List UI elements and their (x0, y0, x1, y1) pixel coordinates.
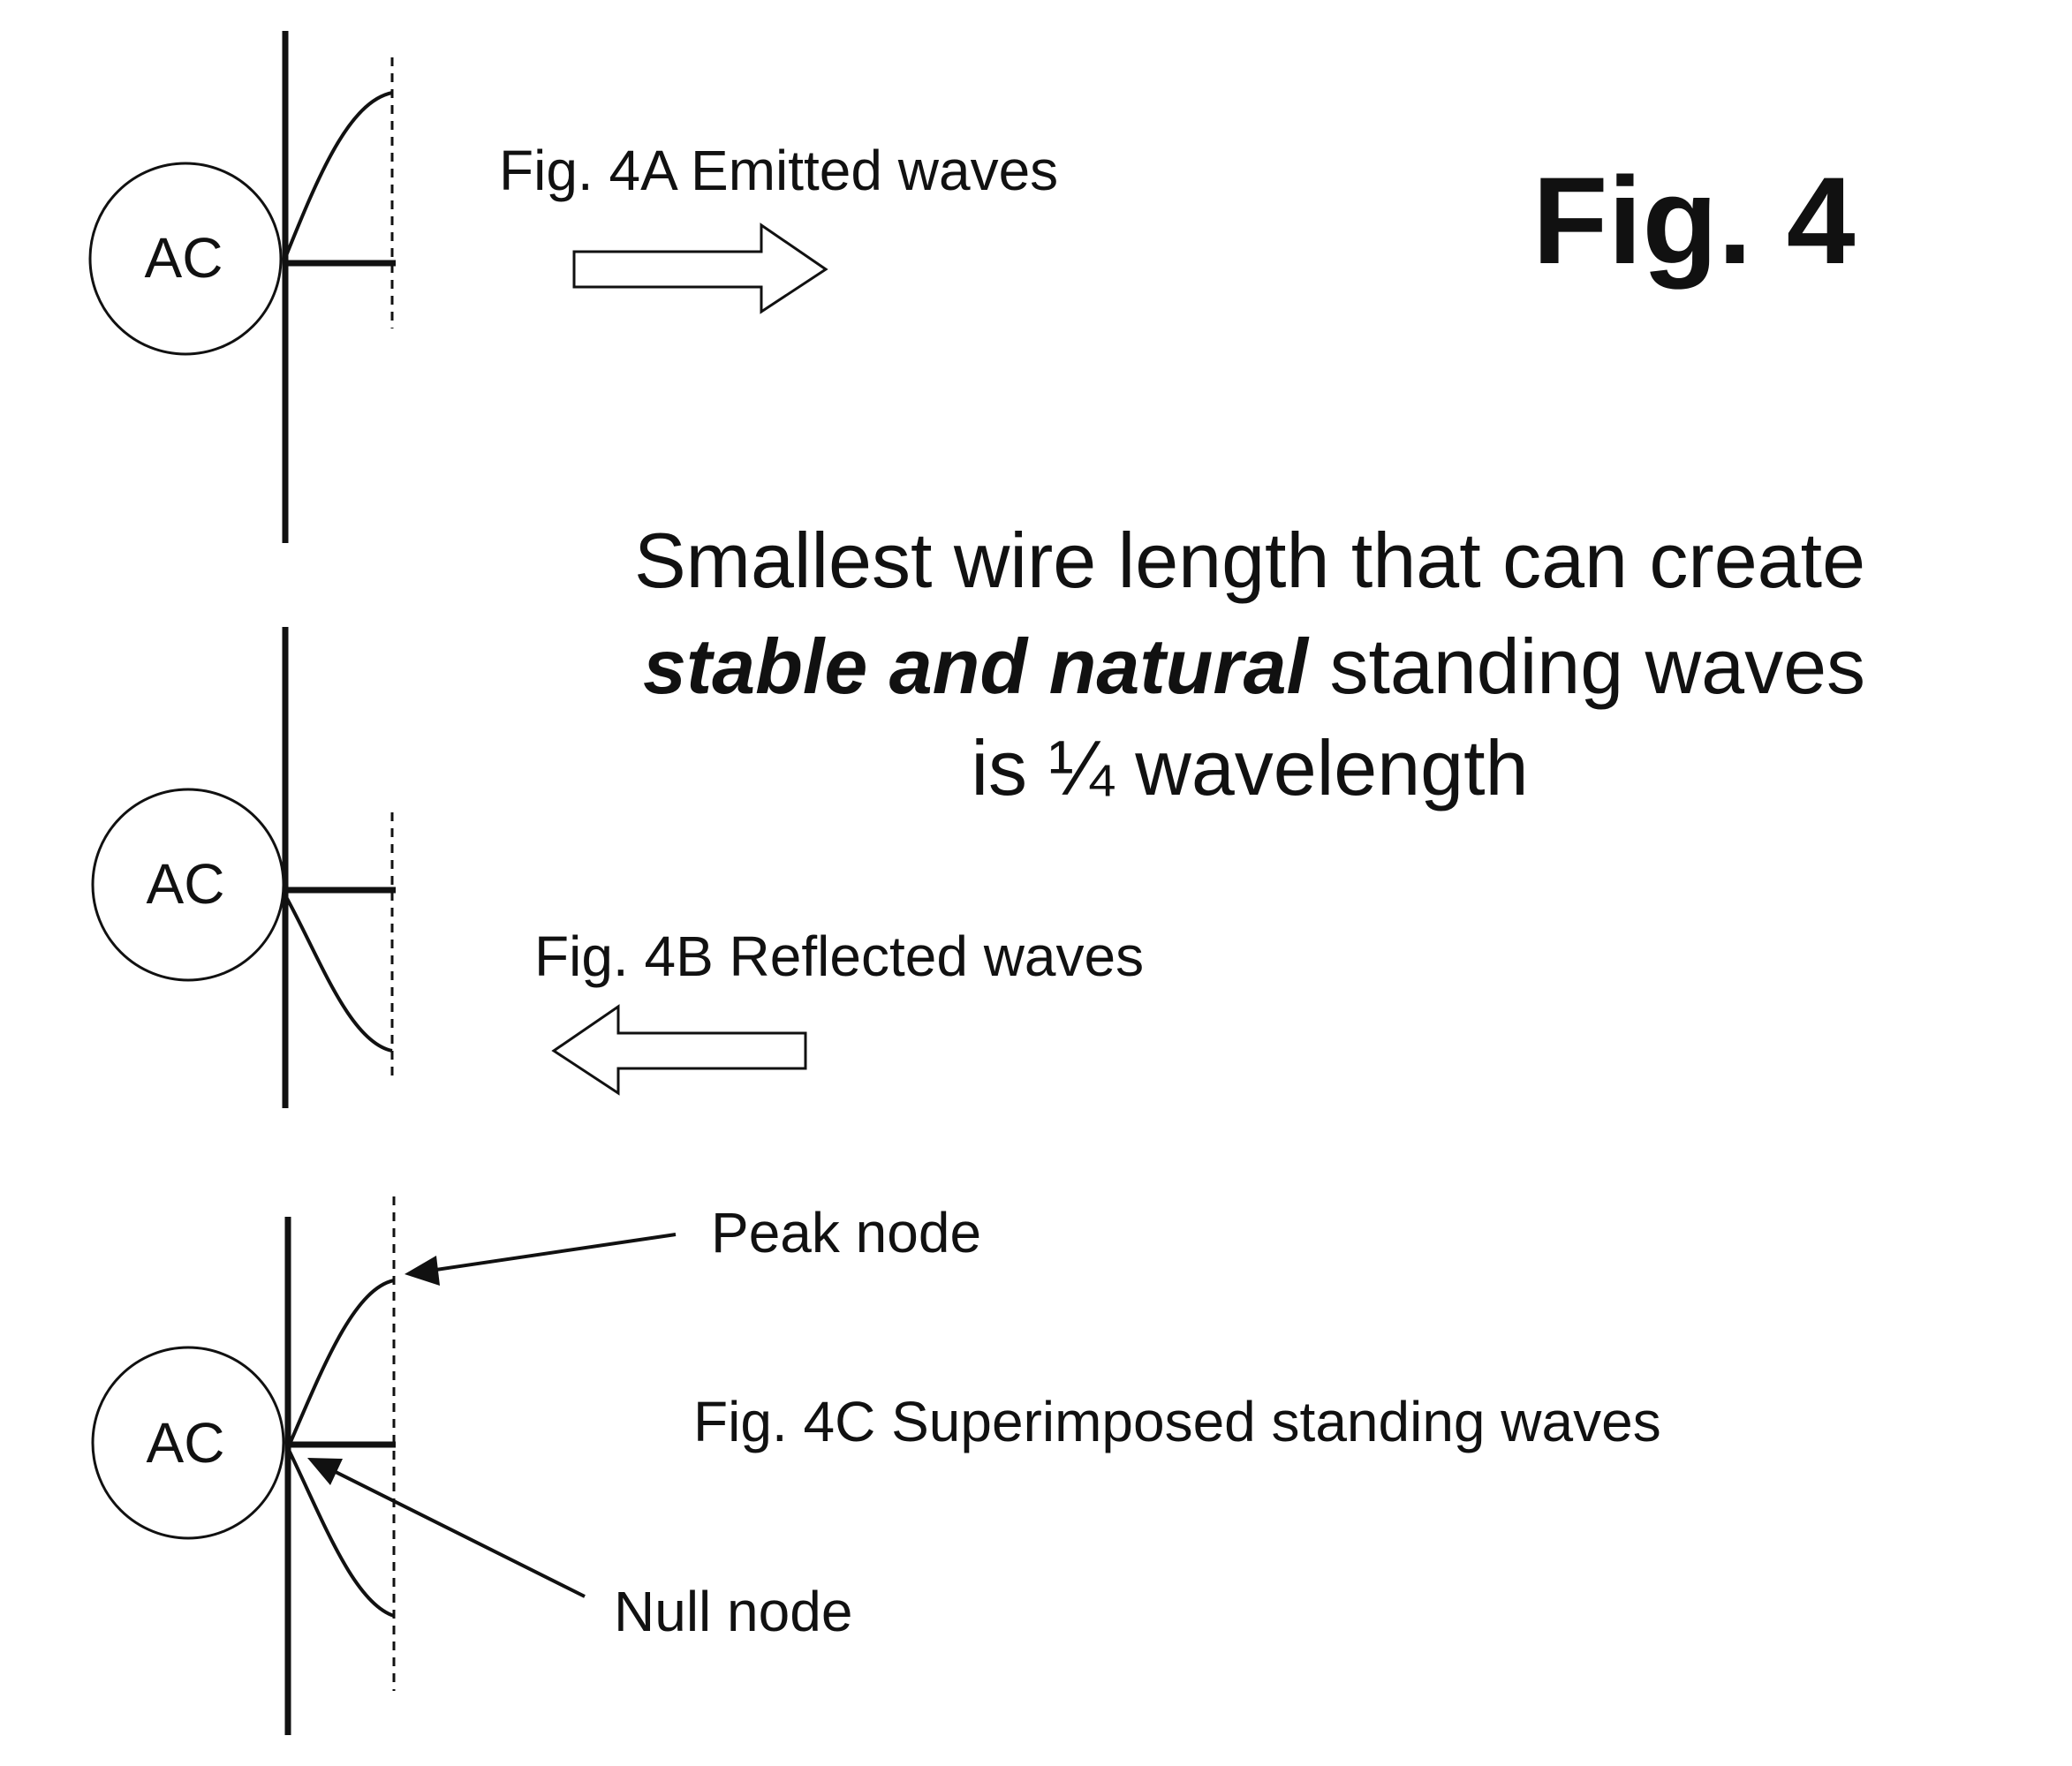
null-node-label: Null node (614, 1580, 852, 1643)
panel-4b: AC Fig. 4B Reflected waves (91, 627, 1144, 1108)
statement-line-3: is ¼ wavelength (971, 724, 1528, 811)
peak-node-label: Peak node (711, 1201, 981, 1264)
statement-line-2-rest: standing waves (1308, 623, 1865, 710)
emitted-wave-curve (284, 91, 393, 259)
ac-source-circle-b (91, 788, 285, 982)
panel-4c: AC Peak node Null node Fig. 4C Superimpo… (91, 1196, 1661, 1735)
panel-4a: AC Fig. 4A Emitted waves (88, 31, 1058, 543)
statement-emphasis: stable and natural (643, 623, 1310, 710)
statement-line-1: Smallest wire length that can create (634, 517, 1865, 604)
peak-node-pointer-line (423, 1233, 677, 1273)
arrow-left-icon (551, 1004, 807, 1096)
null-node-pointer-line (326, 1466, 586, 1598)
ac-label-b: AC (147, 852, 225, 916)
caption-4a: Fig. 4A Emitted waves (499, 139, 1058, 202)
standing-wave-lower-curve (286, 1447, 395, 1618)
statement-block: Smallest wire length that can create sta… (634, 517, 1865, 811)
ac-source-circle-a (88, 162, 283, 356)
null-node-arrowhead-icon (307, 1458, 343, 1485)
ac-label-c: AC (147, 1411, 225, 1475)
figure-title: Fig. 4 (1532, 151, 1856, 290)
ac-source-circle-c (91, 1346, 285, 1540)
arrow-right-icon (572, 223, 828, 314)
caption-4b: Fig. 4B Reflected waves (534, 925, 1144, 988)
reflected-wave-curve (284, 894, 393, 1053)
ac-label-a: AC (145, 226, 223, 290)
statement-line-2: stable and natural standing waves (643, 623, 1865, 710)
standing-wave-upper-curve (286, 1279, 395, 1449)
caption-4c: Fig. 4C Superimposed standing waves (693, 1390, 1661, 1453)
peak-node-arrowhead-icon (405, 1256, 440, 1286)
